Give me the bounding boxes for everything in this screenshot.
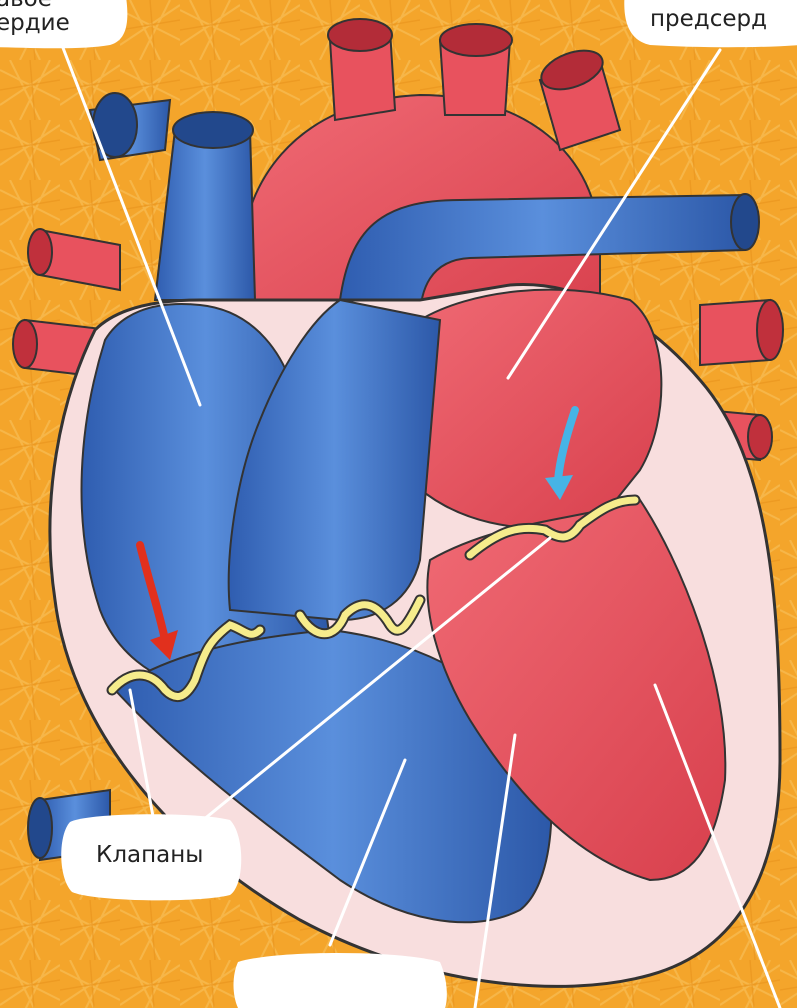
label-bubble-bottom-center [234,953,447,1008]
label-valves: Клапаны [96,842,203,868]
label-left-line2: ердие [0,10,70,36]
label-right-atrium: предсерд [650,6,767,32]
